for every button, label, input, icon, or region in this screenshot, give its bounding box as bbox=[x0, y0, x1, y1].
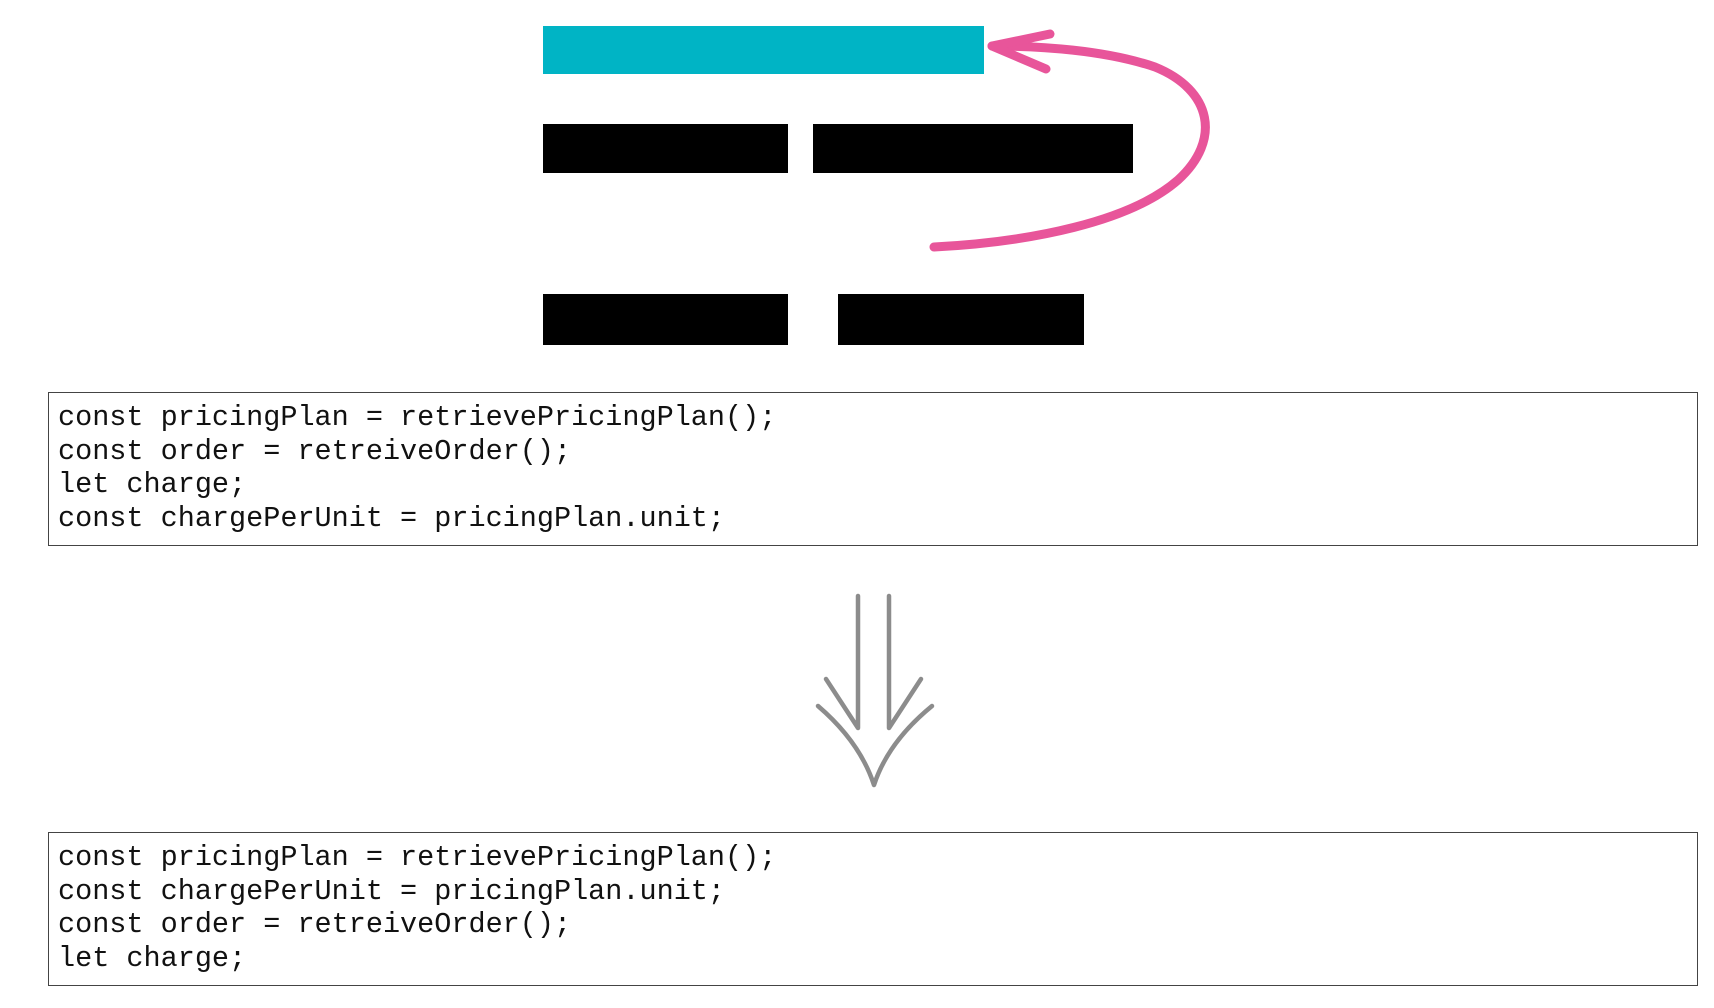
statement-bar bbox=[838, 294, 1084, 345]
double-down-arrow-icon bbox=[815, 593, 935, 788]
moved-statement-bar bbox=[543, 26, 984, 74]
code-after-box: const pricingPlan = retrievePricingPlan(… bbox=[48, 832, 1698, 986]
code-line: let charge; bbox=[58, 468, 247, 501]
code-line: const order = retreiveOrder(); bbox=[58, 908, 572, 941]
code-line: const chargePerUnit = pricingPlan.unit; bbox=[58, 501, 726, 535]
code-line: let charge; bbox=[58, 941, 247, 975]
code-line: const order = retreiveOrder(); bbox=[58, 434, 572, 468]
statement-bar bbox=[813, 124, 1133, 173]
statement-bar bbox=[543, 124, 788, 173]
statement-bar bbox=[543, 294, 788, 345]
code-line: const pricingPlan = retrievePricingPlan(… bbox=[58, 841, 777, 874]
curved-arrow-head bbox=[987, 29, 1055, 74]
code-line: const chargePerUnit = pricingPlan.unit; bbox=[58, 874, 726, 908]
code-line: const pricingPlan = retrievePricingPlan(… bbox=[58, 401, 777, 434]
code-before-box: const pricingPlan = retrievePricingPlan(… bbox=[48, 392, 1698, 546]
